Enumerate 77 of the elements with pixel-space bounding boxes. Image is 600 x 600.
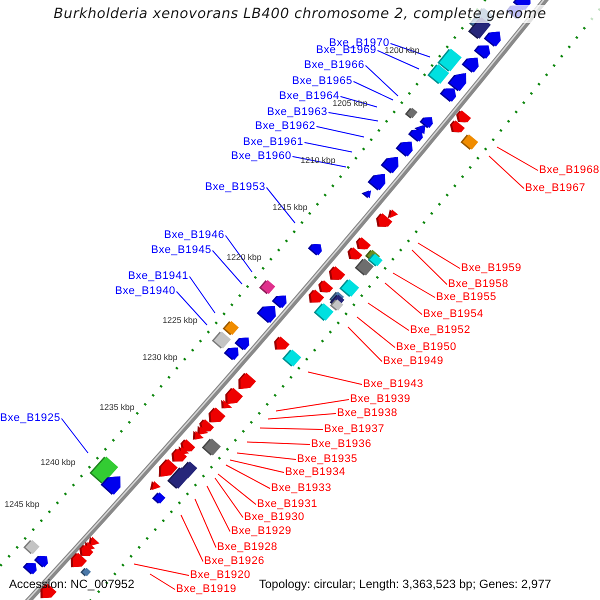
gene-label: Bxe_B1961 [243, 136, 304, 149]
genome-summary-text: Topology: circular; Length: 3,363,523 bp; Genes: 2,977 [259, 578, 552, 591]
leader-line [365, 65, 398, 96]
leader-line [308, 372, 362, 385]
gene-label: Bxe_B1925 [0, 412, 60, 425]
accession-text: Accession: NC_007952 [9, 578, 134, 591]
gene-label: Bxe_B1938 [337, 407, 398, 420]
leader-line [236, 452, 296, 460]
gene-label: Bxe_B1952 [410, 324, 470, 337]
leader-line [418, 242, 460, 269]
leader-line [348, 326, 382, 362]
leader-line [230, 460, 284, 473]
leader-line [384, 282, 422, 315]
leader-line [260, 428, 324, 430]
gene-label: Bxe_B1968 [539, 164, 600, 177]
gene-label: Bxe_B1931 [257, 498, 318, 511]
leader-line [218, 474, 256, 505]
coordinate-label: 1225 kbp [162, 315, 198, 325]
leader-line [496, 146, 538, 171]
gene-label: Bxe_B1959 [461, 262, 522, 275]
gene-label: Bxe_B1950 [396, 341, 456, 354]
leader-line [194, 498, 216, 548]
coordinate-label: 1230 kbp [142, 352, 178, 362]
leader-line [392, 272, 436, 298]
leader-line [328, 112, 378, 122]
gene-label: Bxe_B1943 [363, 378, 424, 391]
gene-label: Bxe_B1954 [423, 308, 484, 321]
coordinate-label: 1240 kbp [40, 457, 76, 467]
gene-label: Bxe_B1936 [311, 438, 372, 451]
gene-label: Bxe_B1937 [324, 423, 384, 436]
gene-label: Bxe_B1929 [231, 525, 292, 538]
leader-line [268, 413, 336, 420]
leader-line [368, 302, 410, 331]
coordinate-label: 1245 kbp [4, 499, 40, 509]
gene-label: Bxe_B1935 [297, 453, 358, 466]
leader-line [356, 316, 396, 348]
gene-label: Bxe_B1934 [285, 466, 346, 479]
gene-label: Bxe_B1946 [164, 229, 224, 242]
gene-label: Bxe_B1928 [217, 541, 278, 554]
leader-line [316, 126, 364, 138]
gene-label: Bxe_B1940 [115, 285, 176, 298]
gene-label: Bxe_B1953 [205, 181, 266, 194]
leader-line [276, 399, 350, 412]
leader-line [214, 478, 244, 518]
gene-label: Bxe_B1949 [383, 355, 444, 368]
gene-label: Bxe_B1958 [448, 278, 508, 291]
leader-line [61, 418, 88, 454]
gene-label: Bxe_B1941 [128, 270, 188, 283]
gene-label: Bxe_B1945 [151, 244, 212, 257]
gene-label: Bxe_B1930 [244, 511, 304, 524]
gene-label: Bxe_B1955 [436, 291, 496, 304]
gene-label: Bxe_B1966 [304, 59, 364, 72]
gene-label: Bxe_B1965 [292, 75, 352, 88]
gene-label: Bxe_B1963 [267, 106, 328, 119]
gene-label: Bxe_B1960 [231, 150, 292, 163]
leader-line [226, 464, 270, 489]
gene-label: Bxe_B1919 [176, 583, 236, 596]
leader-line [353, 81, 394, 100]
leader-line [180, 514, 204, 562]
coordinate-label: 1235 kbp [100, 402, 134, 412]
gene-label: Bxe_B1933 [271, 482, 332, 495]
gene-label: Bxe_B1920 [190, 569, 250, 582]
gene-label: Bxe_B1967 [525, 182, 586, 195]
leader-line [488, 156, 524, 189]
leader-line [304, 142, 352, 152]
gene-label: Bxe_B1939 [350, 393, 410, 406]
leader-line [189, 276, 216, 314]
gene-label: Bxe_B1926 [204, 555, 264, 568]
leader-line [176, 291, 208, 326]
gene-label: Bxe_B1964 [279, 90, 340, 103]
gene-label: Bxe_B1962 [255, 120, 316, 133]
leader-line [246, 442, 310, 445]
leader-line [377, 50, 420, 70]
leader-line [134, 564, 190, 576]
leader-line [150, 574, 176, 590]
leader-line [412, 250, 448, 285]
leader-line [206, 486, 230, 532]
